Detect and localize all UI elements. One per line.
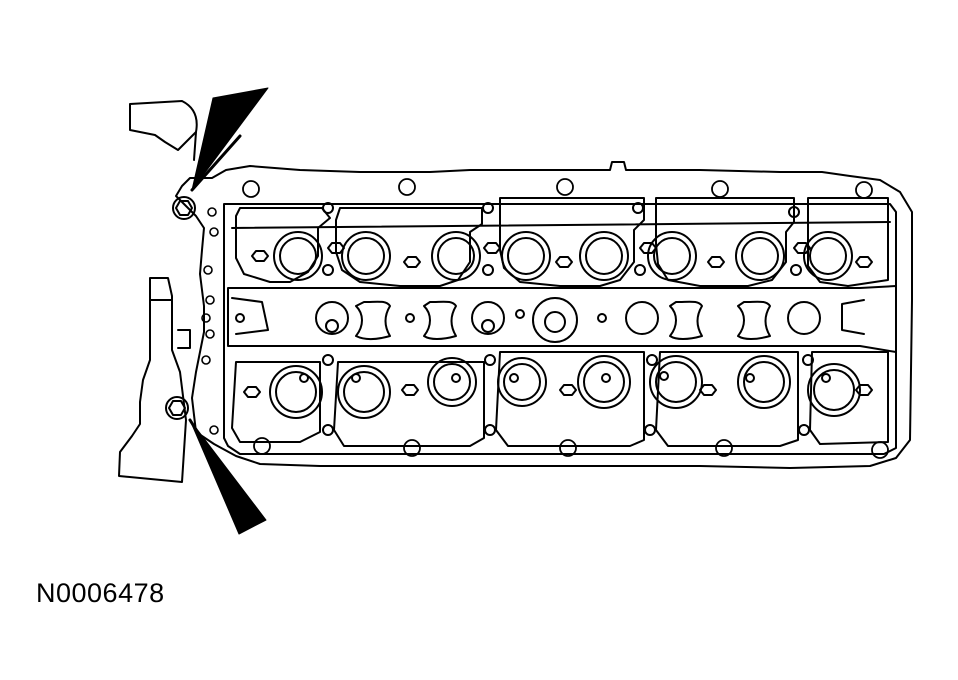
bolt-icon	[165, 396, 189, 420]
head-outline	[175, 161, 913, 469]
arrow-icon	[188, 418, 267, 535]
exhaust-valve-bores	[231, 351, 889, 447]
bolt-icon	[172, 196, 196, 220]
perimeter-bolt-holes	[242, 178, 889, 459]
center-gallery	[227, 285, 897, 353]
left-bracket	[118, 100, 198, 483]
intake-valve-bores	[235, 197, 889, 287]
left-face-holes	[201, 207, 219, 435]
figure-label: N0006478	[36, 578, 165, 608]
arrow-icon	[190, 87, 269, 192]
